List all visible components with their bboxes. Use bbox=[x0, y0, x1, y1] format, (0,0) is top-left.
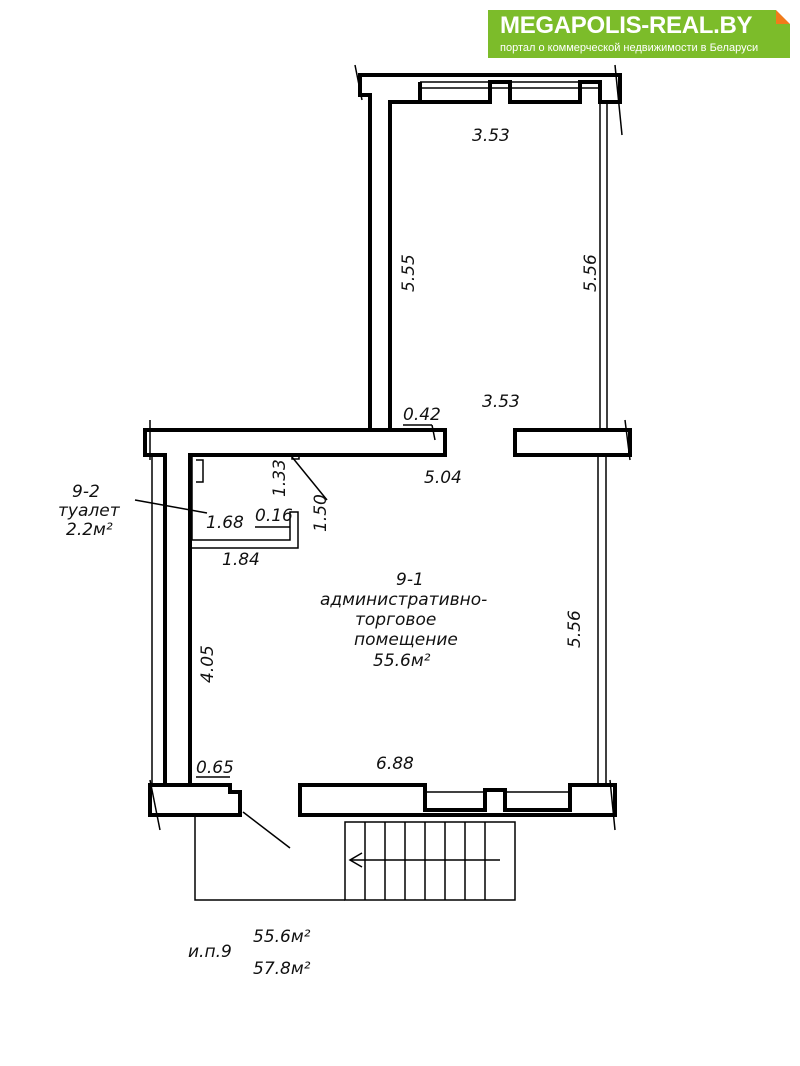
room-main-name-1: административно- bbox=[320, 590, 487, 610]
dim-wc-height: 1.33 bbox=[270, 459, 290, 497]
dim-top-width-lower: 3.53 bbox=[482, 392, 520, 412]
dim-door-width: 1.50 bbox=[311, 494, 331, 532]
room-main-number: 9-1 bbox=[396, 570, 424, 590]
room-toilet-name: туалет bbox=[58, 501, 121, 521]
dim-top-width-upper: 3.53 bbox=[472, 126, 510, 146]
logo-subtitle: портал о коммерческой недвижимости в Бел… bbox=[500, 42, 759, 54]
dim-left-height: 4.05 bbox=[198, 645, 218, 683]
dim-wall-stub: 0.42 bbox=[403, 405, 441, 425]
summary-area-main: 55.6м² bbox=[253, 927, 311, 947]
top-right-wall bbox=[599, 102, 608, 430]
dim-wc-width: 1.84 bbox=[222, 550, 260, 570]
site-logo[interactable]: MEGAPOLIS-REAL.BY портал о коммерческой … bbox=[488, 10, 790, 58]
dim-bottom-stub: 0.65 bbox=[196, 758, 234, 778]
summary-label: и.п.9 bbox=[188, 942, 232, 962]
stub-dim-tick bbox=[431, 424, 436, 441]
bottom-wall bbox=[148, 779, 617, 849]
dim-top-right-height: 5.56 bbox=[581, 254, 601, 292]
logo-corner-fold bbox=[776, 10, 790, 24]
logo-title: MEGAPOLIS-REAL.BY bbox=[500, 12, 753, 39]
dim-wc-wall: 0.16 bbox=[255, 506, 293, 526]
dim-right-height: 5.56 bbox=[565, 610, 585, 648]
top-wall bbox=[354, 64, 623, 432]
room-toilet-area: 2.2м² bbox=[66, 520, 113, 540]
right-lower-wall bbox=[597, 455, 607, 785]
summary-area-total: 57.8м² bbox=[253, 959, 311, 979]
room-toilet-number: 9-2 bbox=[72, 482, 100, 502]
room-main-name-3: помещение bbox=[354, 630, 458, 650]
dim-wc-depth: 1.68 bbox=[206, 513, 244, 533]
dim-top-left-height: 5.55 bbox=[399, 254, 419, 292]
room-main-area: 55.6м² bbox=[373, 651, 431, 671]
entry-landing bbox=[194, 815, 345, 901]
toilet-partition bbox=[191, 454, 328, 549]
middle-wall bbox=[143, 419, 632, 787]
room-main-name-2: торговое bbox=[355, 610, 436, 630]
dim-middle-width: 5.04 bbox=[424, 468, 462, 488]
toilet-leader-line bbox=[134, 499, 208, 514]
dim-bottom-width: 6.88 bbox=[376, 754, 414, 774]
staircase bbox=[344, 821, 516, 901]
entry-door-swing bbox=[242, 811, 291, 849]
